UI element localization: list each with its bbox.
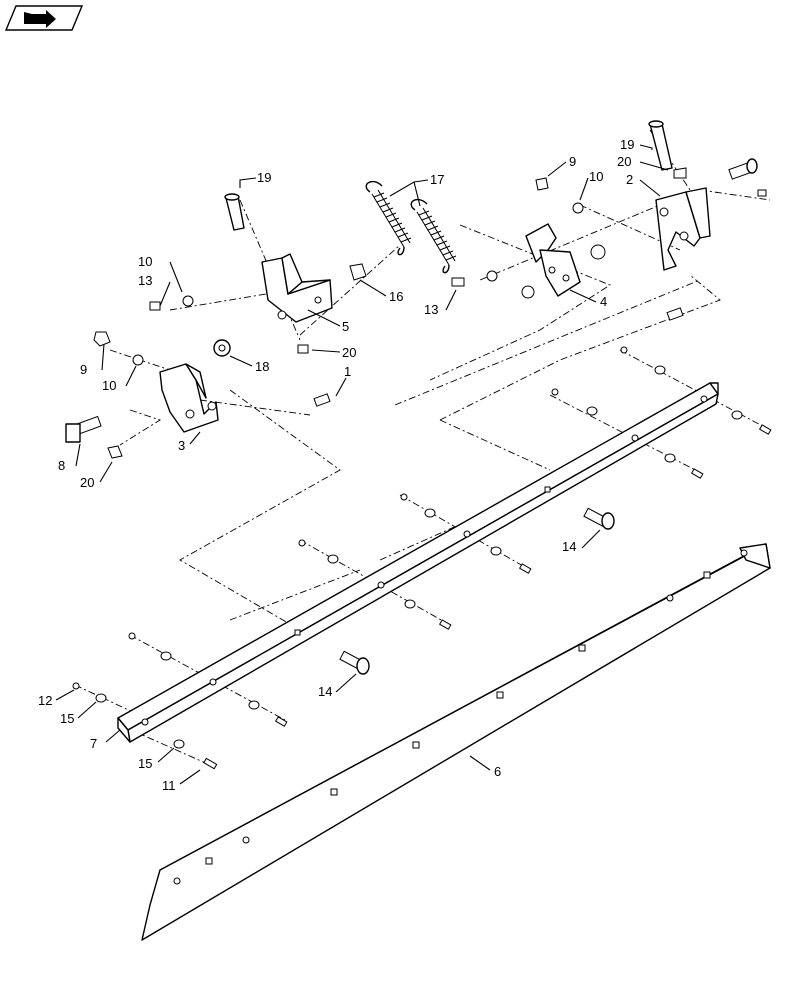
callout-15: 15 — [60, 711, 74, 726]
callout-20: 20 — [617, 154, 631, 169]
leader-lines — [55, 144, 669, 785]
callout-4: 4 — [600, 294, 607, 309]
callout-1: 1 — [344, 364, 351, 379]
callout-11: 11 — [162, 778, 176, 793]
bracket-part-5 — [224, 193, 333, 323]
callout-15: 15 — [138, 756, 152, 771]
callout-10: 10 — [138, 254, 152, 269]
carriage-bolt-lower — [339, 650, 370, 675]
callout-2: 2 — [626, 172, 633, 187]
callout-labels: 19 17 9 10 19 20 2 10 13 16 5 20 13 4 9 … — [38, 137, 634, 793]
callout-17: 17 — [430, 172, 444, 187]
callout-20: 20 — [342, 345, 356, 360]
nut-row-2 — [551, 388, 704, 479]
springs-part-17 — [365, 180, 457, 274]
callout-20: 20 — [80, 475, 94, 490]
angle-bar-part-7 — [117, 382, 719, 743]
end-hardware — [72, 682, 218, 770]
pin-right — [728, 158, 758, 180]
nut-row-1 — [620, 346, 772, 435]
callout-6: 6 — [494, 764, 501, 779]
callout-19: 19 — [620, 137, 634, 152]
callout-5: 5 — [342, 319, 349, 334]
callout-8: 8 — [58, 458, 65, 473]
callout-19: 19 — [257, 170, 271, 185]
callout-10: 10 — [589, 169, 603, 184]
carriage-bolt-upper — [583, 507, 615, 530]
bar-hardware — [72, 346, 772, 770]
bracket-hardware — [65, 167, 687, 459]
callout-18: 18 — [255, 359, 269, 374]
nut-row-4 — [298, 539, 452, 630]
bolt-part-1 — [313, 393, 331, 407]
callout-7: 7 — [90, 736, 97, 751]
bracket-part-2 — [648, 120, 767, 321]
nut-row-3 — [400, 493, 532, 574]
callout-16: 16 — [389, 289, 403, 304]
callout-13: 13 — [138, 273, 152, 288]
callout-13: 13 — [424, 302, 438, 317]
callout-9: 9 — [569, 154, 576, 169]
callout-12: 12 — [38, 693, 52, 708]
callout-3: 3 — [178, 438, 185, 453]
callout-14: 14 — [318, 684, 332, 699]
callout-10: 10 — [102, 378, 116, 393]
nav-arrow-icon[interactable] — [4, 5, 84, 31]
bolt-part-8 — [65, 415, 102, 443]
nut-row-5 — [128, 632, 288, 727]
blade-part-6 — [141, 543, 771, 941]
bracket-part-3 — [159, 363, 219, 433]
bracket-part-4 — [525, 223, 581, 297]
callout-14: 14 — [562, 539, 576, 554]
callout-9: 9 — [80, 362, 87, 377]
spring-right — [410, 198, 457, 274]
spring-left — [365, 180, 412, 256]
